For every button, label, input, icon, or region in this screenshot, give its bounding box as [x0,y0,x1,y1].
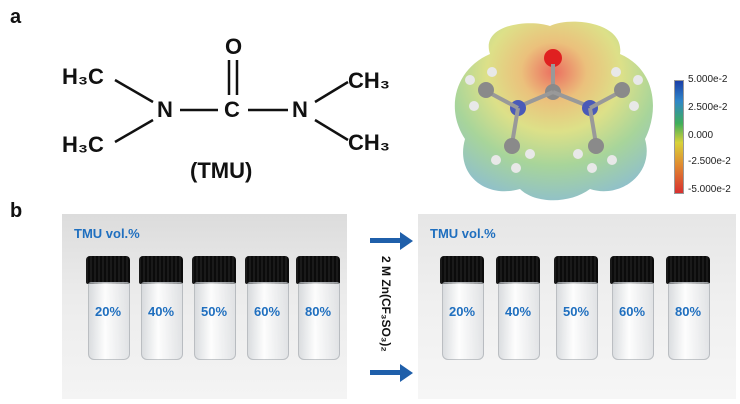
vial-glass [88,282,130,360]
vial-cap [296,256,340,284]
vial-cap [610,256,654,284]
arrow-top-head [400,232,413,250]
vial-percentage: 20% [448,304,476,319]
vial-glass [298,282,340,360]
tmu-name-label: (TMU) [190,158,253,183]
vial-glass [247,282,289,360]
panel-b-label: b [10,200,23,222]
vial-percentage: 80% [304,304,332,319]
ch3-top-label: CH₃ [348,68,390,93]
vial-glass [442,282,484,360]
vials-photo-after: TMU vol.% 20% 40% 50% 60% 80% [418,214,736,399]
vial-cap [139,256,183,284]
vial-cap [554,256,598,284]
vial-percentage: 60% [253,304,281,319]
colorbar-tick: -2.500e-2 [688,156,731,167]
h3c-top-label: H₃C [62,64,104,89]
vial-glass [612,282,654,360]
tmu-structure: H₃C H₃C N C O N CH₃ CH₃ (TMU) [40,20,400,200]
panel-a-label: a [10,6,22,28]
structure-bonds [114,60,349,144]
vial-glass [141,282,183,360]
vial-glass [194,282,236,360]
vial-glass [668,282,710,360]
colorbar-tick: 2.500e-2 [688,102,728,113]
vials-photo-before: TMU vol.% 20% 40% 50% 60% 80% [62,214,347,399]
vial-percentage: 60% [618,304,646,319]
vial-cap [440,256,484,284]
reagent-label: 2 M Zn(CF₃SO₃)₂ [379,256,393,352]
colorbar-tick: -5.000e-2 [688,184,731,195]
colorbar-tick: 5.000e-2 [688,74,728,85]
colorbar [674,80,684,194]
vial-percentage: 40% [504,304,532,319]
vial-cap [86,256,130,284]
ch3-bottom-label: CH₃ [348,130,390,155]
photo-title: TMU vol.% [430,226,496,241]
photo-title: TMU vol.% [74,226,140,241]
o-top-label: O [225,34,243,59]
vial-percentage: 80% [674,304,702,319]
vial-cap [192,256,236,284]
h3c-bottom-label: H₃C [62,132,104,157]
vial-cap [496,256,540,284]
n-right-label: N [292,97,308,122]
arrow-bottom-head [400,364,413,382]
vial-glass [498,282,540,360]
arrow-top-shaft [370,238,400,243]
vial-percentage: 50% [562,304,590,319]
vial-glass [556,282,598,360]
vial-cap [245,256,289,284]
colorbar-tick: 0.000 [688,130,714,141]
vial-percentage: 40% [147,304,175,319]
arrow-bottom-shaft [370,370,400,375]
vial-percentage: 20% [94,304,122,319]
c-center-label: C [224,97,240,122]
esp-map-image [440,14,670,204]
n-left-label: N [157,97,173,122]
vial-cap [666,256,710,284]
vial-percentage: 50% [200,304,228,319]
